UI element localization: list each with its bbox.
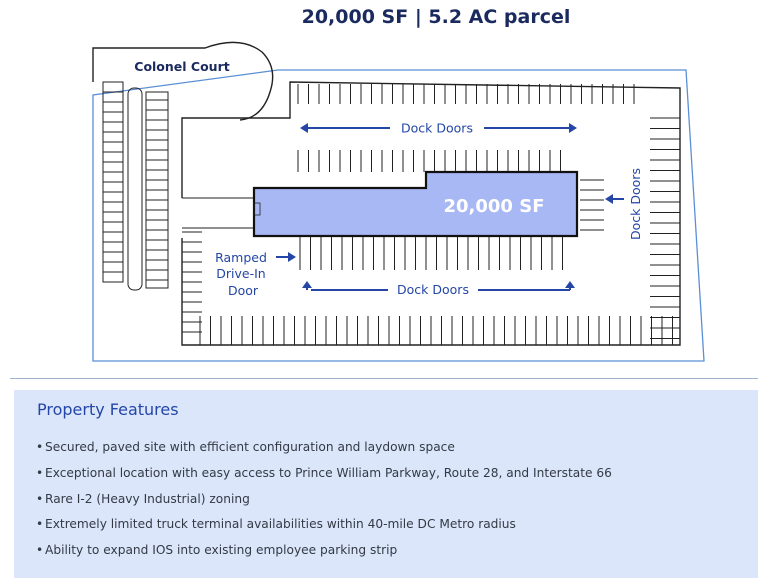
list-item: •Ability to expand IOS into existing emp… — [36, 541, 612, 567]
page-title: 20,000 SF | 5.2 AC parcel — [301, 6, 571, 28]
arrowhead-left-icon-2 — [605, 194, 613, 204]
list-item: •Extremely limited truck terminal availa… — [36, 515, 612, 541]
bullet-icon: • — [36, 543, 44, 558]
arrowhead-up-icon-2 — [565, 281, 575, 288]
colonel-court-road — [92, 41, 274, 121]
arrowhead-right-icon — [569, 123, 577, 133]
bullet-icon: • — [36, 517, 44, 532]
list-item: •Exceptional location with easy access t… — [36, 464, 612, 490]
bullet-icon: • — [36, 440, 44, 454]
feature-text: Ability to expand IOS into existing empl… — [45, 543, 398, 558]
arrowhead-up-icon — [302, 281, 312, 288]
ramped-door-line-1: Ramped — [215, 250, 267, 265]
ramped-door-line-3: Door — [228, 283, 259, 298]
ramped-door-marker — [253, 202, 261, 216]
ramped-door-label: Ramped Drive-In Door — [215, 250, 271, 298]
features-heading: Property Features — [37, 400, 179, 419]
left-island — [127, 87, 143, 291]
site-plan: 20,000 SF Colonel Court Dock Doors Dock … — [92, 41, 705, 362]
building-footprint — [252, 170, 579, 238]
dock-doors-top-label: Dock Doors — [401, 121, 473, 136]
list-item: •Secured, paved site with efficient conf… — [36, 438, 612, 464]
street-label: Colonel Court — [134, 59, 229, 74]
arrowhead-left-icon — [300, 123, 308, 133]
dock-doors-bottom-label: Dock Doors — [397, 282, 469, 297]
left-island-2 — [145, 91, 169, 289]
feature-text: Secured, paved site with efficient confi… — [45, 440, 455, 454]
list-item: •Rare I-2 (Heavy Industrial) zoning — [36, 490, 612, 516]
dock-doors-right-label: Dock Doors — [628, 168, 643, 240]
features-list: •Secured, paved site with efficient conf… — [36, 438, 612, 567]
parcel-boundary — [92, 69, 705, 362]
feature-text: Extremely limited truck terminal availab… — [45, 517, 516, 532]
feature-text: Rare I-2 (Heavy Industrial) zoning — [45, 491, 250, 506]
arrowhead-right-icon-2 — [288, 252, 296, 262]
ramped-door-line-2: Drive-In — [216, 266, 265, 281]
left-parking-stalls — [103, 91, 168, 281]
building-label: 20,000 SF — [444, 196, 545, 217]
parking-stalls — [182, 84, 680, 345]
feature-text: Exceptional location with easy access to… — [45, 465, 612, 480]
bullet-icon: • — [36, 465, 44, 480]
bullet-icon: • — [36, 491, 44, 506]
site-outline — [181, 81, 681, 346]
property-features-panel: Property Features •Secured, paved site w… — [14, 390, 758, 578]
section-divider — [10, 378, 758, 379]
